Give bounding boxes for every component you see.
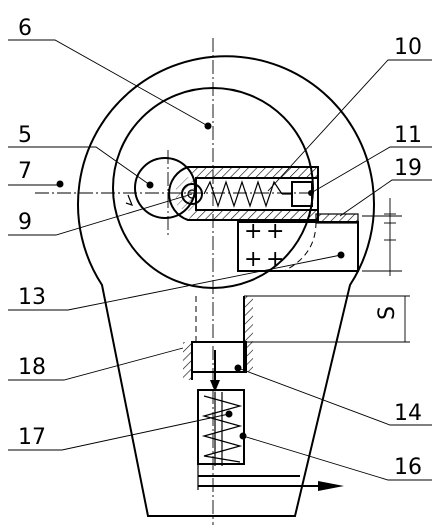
guide-hatch-right <box>244 296 253 372</box>
leader-17 <box>8 413 230 451</box>
leader-14 <box>237 367 432 426</box>
wedge-block <box>237 221 359 272</box>
label-9: 9 <box>18 210 32 235</box>
label-19: 19 <box>394 156 422 181</box>
compression-spring <box>203 180 283 208</box>
sleeve-hatch-top <box>188 167 318 178</box>
label-17: 17 <box>18 425 46 450</box>
leader-16 <box>242 435 432 481</box>
leader-13 <box>8 254 342 311</box>
sleeve-hatch-left <box>176 177 196 211</box>
leader-18 <box>8 347 184 381</box>
cylinder-body <box>197 389 245 465</box>
label-13: 13 <box>18 285 46 310</box>
label-16: 16 <box>394 455 422 480</box>
housing-center-dot <box>56 180 64 188</box>
wedge-block-arc <box>283 221 317 272</box>
push-rod-arrow <box>210 380 220 392</box>
outer-housing <box>77 55 375 517</box>
label-18: 18 <box>18 355 46 380</box>
output-arrow <box>318 481 344 491</box>
leader-19 <box>339 179 432 217</box>
leader-11 <box>310 146 432 194</box>
plus-sign-3: + <box>244 247 262 272</box>
sleeve-hatch-bottom <box>188 210 318 220</box>
plus-sign-2: + <box>266 219 284 244</box>
leader-9 <box>8 193 193 236</box>
rotation-mark <box>125 194 134 206</box>
label-5: 5 <box>18 123 32 148</box>
leader-10 <box>267 59 432 192</box>
plus-sign-1: + <box>244 219 262 244</box>
label-10: 10 <box>394 35 422 60</box>
label-11: 11 <box>394 123 422 148</box>
slider-hatch-left <box>183 342 192 380</box>
sleeve-outline <box>168 166 319 221</box>
stroke-dimension-label: S <box>375 306 400 320</box>
label-6: 6 <box>18 16 32 41</box>
leader-5 <box>8 146 151 186</box>
leader-6 <box>8 39 209 127</box>
label-7: 7 <box>18 159 32 184</box>
label-14: 14 <box>394 401 422 426</box>
plus-sign-4: + <box>266 247 284 272</box>
